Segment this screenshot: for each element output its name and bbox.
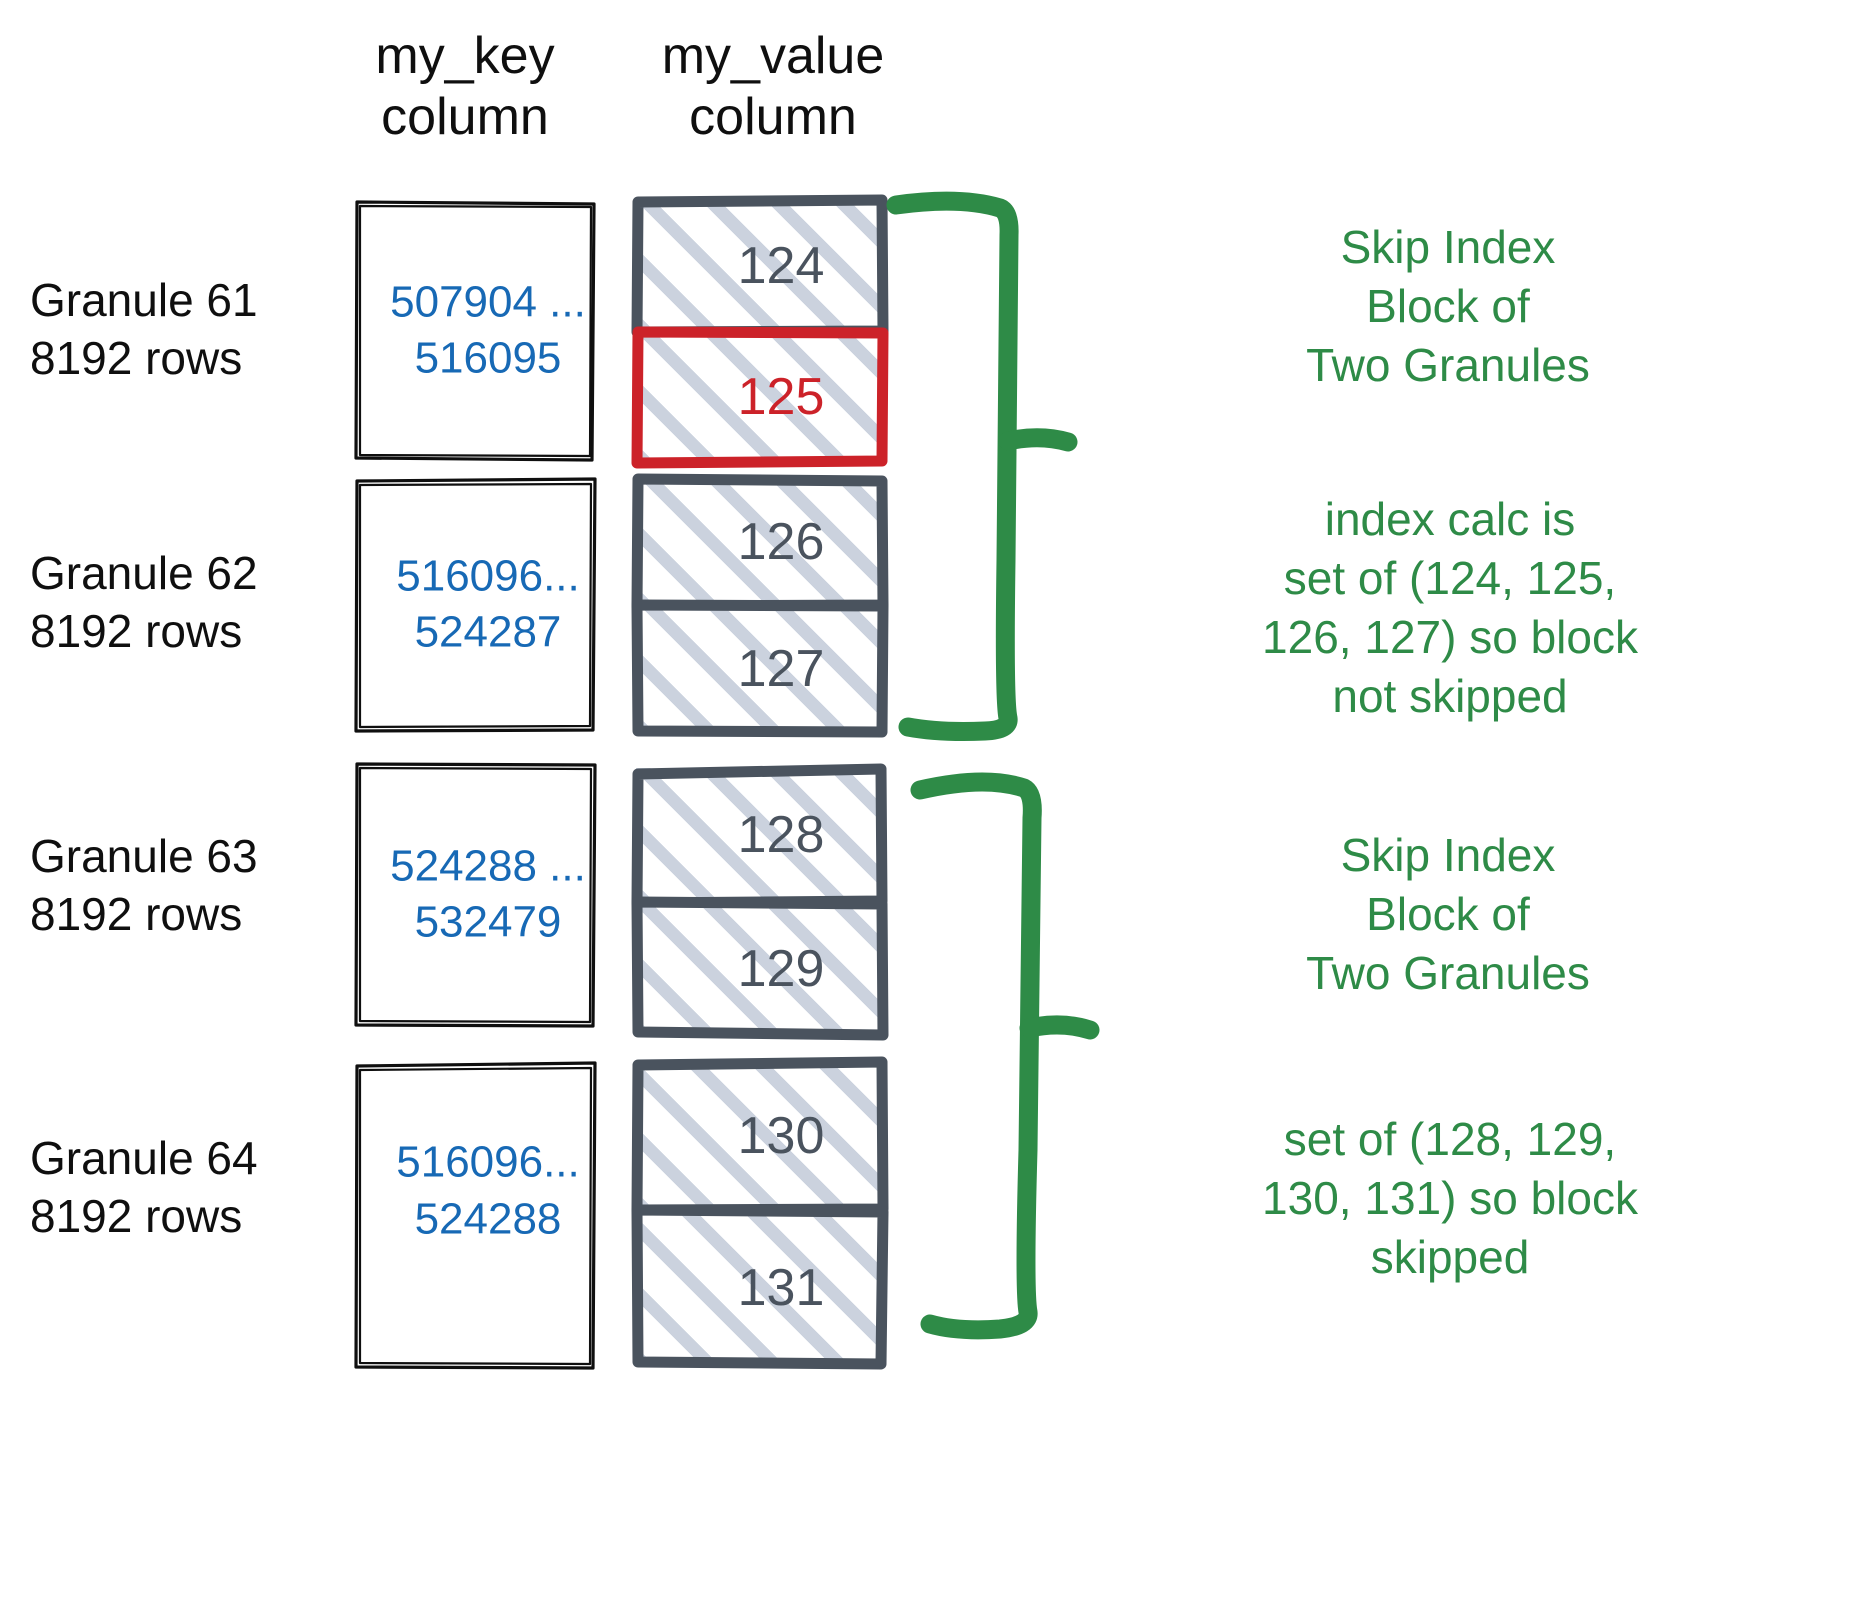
value-number-126: 126: [737, 512, 825, 571]
value-number-131: 131: [737, 1258, 825, 1317]
granule-label-61: Granule 61 8192 rows: [30, 274, 258, 384]
value-number-128: 128: [737, 806, 825, 864]
key-range-granule-64: 516096... 524288: [396, 1138, 580, 1244]
value-number-124: 124: [737, 236, 825, 295]
key-range-granule-61: 507904 ... 516095: [390, 277, 586, 383]
column-header-my-key: my_key column: [375, 27, 555, 147]
key-range-granule-62: 516096... 524287: [396, 551, 580, 657]
note-skip-index-block-1: Skip Index Block of Two Granules: [1306, 221, 1590, 391]
granule-label-62: Granule 62 8192 rows: [30, 547, 258, 657]
value-number-130: 130: [737, 1107, 825, 1165]
value-cell-124: 124: [631, 194, 889, 338]
bracket-block-1: [886, 191, 1078, 741]
value-cell-126: 126: [631, 473, 889, 612]
key-box-granule-61: 507904 ... 516095: [354, 200, 596, 462]
value-cell-125: 125: [631, 326, 889, 469]
granule-label-63: Granule 63 8192 rows: [30, 830, 258, 940]
note-index-calc-skipped: set of (128, 129, 130, 131) so block ski…: [1262, 1113, 1638, 1283]
value-number-127: 127: [737, 639, 825, 698]
key-box-granule-62: 516096... 524287: [354, 477, 597, 733]
note-index-calc-not-skipped: index calc is set of (124, 125, 126, 127…: [1262, 493, 1638, 722]
granule-label-64: Granule 64 8192 rows: [30, 1132, 258, 1242]
key-box-granule-63: 524288 ... 532479: [354, 762, 597, 1028]
key-range-granule-63: 524288 ... 532479: [390, 841, 586, 947]
column-header-my-value: my_value column: [661, 27, 885, 147]
value-cell-128: 128: [631, 763, 888, 909]
key-box-granule-64: 516096... 524288: [354, 1061, 597, 1370]
value-number-125: 125: [737, 367, 825, 426]
value-cell-127: 127: [631, 599, 889, 738]
value-number-129: 129: [737, 940, 825, 998]
value-cell-129: 129: [631, 896, 889, 1041]
note-skip-index-block-2: Skip Index Block of Two Granules: [1306, 829, 1590, 999]
bracket-block-2: [910, 772, 1100, 1340]
value-cell-130: 130: [631, 1056, 889, 1216]
value-cell-131: 131: [631, 1204, 889, 1370]
